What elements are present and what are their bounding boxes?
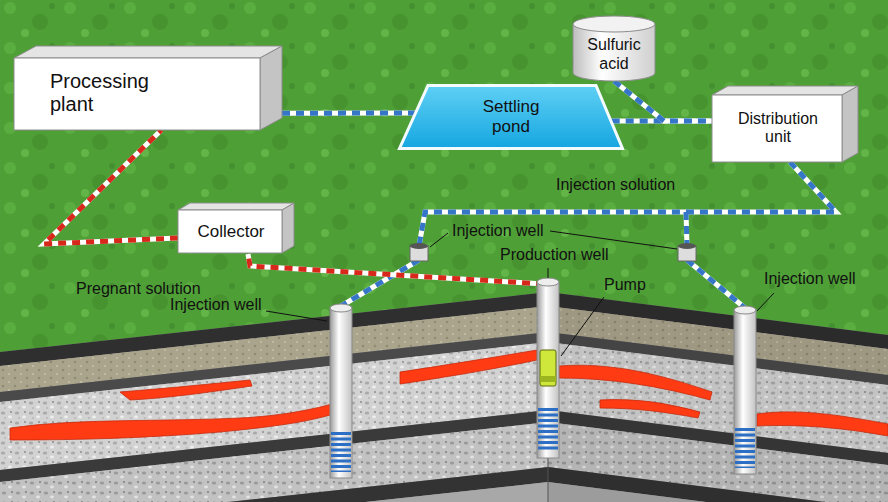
label-anchor: Injection well	[764, 270, 856, 288]
front-face	[14, 58, 260, 130]
ore-body	[559, 365, 712, 400]
well-casing	[734, 310, 756, 474]
callout-label: Pregnant solution	[76, 280, 201, 298]
distribution-box: Distribution unit	[712, 86, 858, 162]
leader-line	[548, 268, 549, 278]
pipe-connector	[282, 113, 415, 114]
top-face	[178, 203, 294, 210]
side-face	[260, 46, 282, 130]
callout-label: Injection well	[452, 222, 544, 240]
pipe-connector	[614, 81, 712, 121]
pump-symbol	[540, 350, 556, 386]
collector-box: Collector	[178, 203, 294, 253]
pipe-connector	[44, 130, 178, 244]
well-top	[330, 304, 352, 312]
node-text: Sulfuric acid	[579, 36, 649, 73]
ore-body	[400, 350, 537, 384]
pipe-dash	[614, 81, 712, 121]
node-text: Processing plant	[50, 70, 180, 116]
well-screen	[735, 428, 755, 468]
front-face	[712, 95, 842, 162]
leader-line	[430, 233, 448, 247]
pond-water	[400, 86, 623, 149]
right-injection-well	[734, 306, 756, 474]
side-face	[842, 86, 858, 162]
acid-tank: Sulfuric acid	[572, 16, 656, 81]
well-screen	[538, 408, 558, 452]
well-casing	[537, 282, 559, 458]
callout-label: Injection solution	[556, 176, 675, 194]
processing-plant-box: Processing plant	[14, 46, 282, 130]
label-anchor: Production well	[500, 246, 609, 264]
wellhead-cap	[410, 243, 428, 249]
leader-line	[266, 311, 327, 321]
pipe-dash	[44, 130, 178, 244]
callout-label: Injection well	[170, 296, 262, 314]
settling-pond: Settling pond	[398, 84, 624, 150]
ore-body	[600, 400, 700, 418]
label-anchor: Injection well	[452, 222, 544, 240]
well-top	[734, 306, 756, 314]
leader-lines	[266, 231, 774, 356]
pipe-base	[341, 162, 836, 308]
pump-band	[540, 376, 556, 382]
node-text: Settling pond	[466, 97, 556, 136]
leader-line	[561, 297, 604, 356]
callout-label: Pump	[604, 276, 646, 294]
label-anchor: Pregnant solution	[76, 280, 201, 298]
tank-top	[573, 16, 655, 32]
label-anchor: Injection well	[170, 296, 262, 314]
injection-pipes	[341, 162, 836, 308]
pipe-dash	[282, 111, 415, 116]
wellhead-cap	[678, 243, 696, 249]
production-well	[537, 278, 559, 458]
well-screen	[331, 432, 351, 472]
well-casing	[330, 308, 352, 478]
wellhead	[678, 243, 696, 261]
ore-body	[10, 404, 334, 440]
pipe-dash	[248, 254, 544, 284]
left-injection-well	[330, 304, 352, 478]
front-face	[178, 210, 282, 253]
pipe-dash	[341, 162, 836, 308]
callout-label: Production well	[500, 246, 609, 264]
node-text: Distribution unit	[731, 110, 826, 147]
label-anchor: Injection solution	[556, 176, 675, 194]
label-anchor: Pump	[604, 276, 646, 294]
top-face	[712, 86, 858, 95]
pipe-base	[614, 81, 712, 121]
side-face	[282, 203, 294, 253]
pipe-base	[248, 254, 544, 284]
well-top	[537, 278, 559, 286]
leader-line	[757, 293, 774, 311]
callout-label: Injection well	[764, 270, 856, 288]
pregnant-pipe	[248, 254, 544, 284]
pipe-base	[282, 111, 415, 116]
node-text: Collector	[197, 222, 264, 242]
tank-body	[573, 24, 655, 81]
pipe-base	[44, 130, 178, 244]
face-shade	[548, 292, 888, 502]
ore-body	[757, 412, 888, 436]
ore-body	[120, 380, 252, 400]
top-face	[14, 46, 282, 58]
wellhead	[410, 243, 428, 261]
